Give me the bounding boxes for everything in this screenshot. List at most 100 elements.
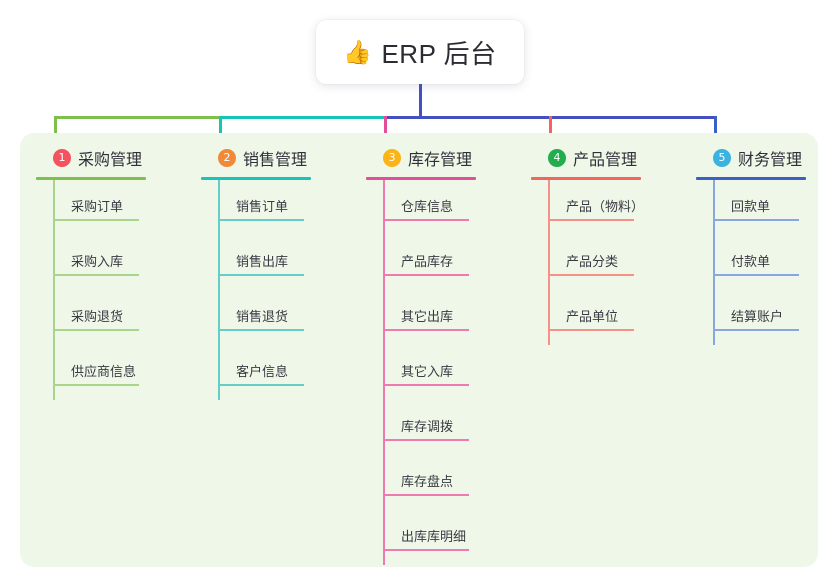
list-item[interactable]: 采购入库 — [36, 235, 146, 290]
column-spine — [548, 180, 550, 345]
column-items: 回款单付款单结算账户 — [696, 180, 806, 345]
list-item-rule — [53, 384, 139, 386]
drop-connector-1 — [54, 116, 57, 148]
column-3: 3 库存管理仓库信息产品库存其它出库其它入库库存调拨库存盘点出库库明细 — [366, 145, 476, 565]
list-item-label: 客户信息 — [236, 364, 289, 379]
list-item-label: 其它出库 — [401, 309, 454, 324]
bus-segment-3 — [384, 116, 549, 119]
list-item-rule — [53, 329, 139, 331]
list-item[interactable]: 仓库信息 — [366, 180, 476, 235]
list-item[interactable]: 结算账户 — [696, 290, 806, 345]
list-item[interactable]: 产品库存 — [366, 235, 476, 290]
list-item-label: 供应商信息 — [71, 364, 137, 379]
list-item-rule — [713, 274, 799, 276]
list-item-label: 库存盘点 — [401, 474, 454, 489]
list-item[interactable]: 产品分类 — [531, 235, 641, 290]
list-item[interactable]: 客户信息 — [201, 345, 311, 400]
column-title: 销售管理 — [243, 152, 308, 169]
column-title: 采购管理 — [78, 152, 143, 169]
list-item[interactable]: 付款单 — [696, 235, 806, 290]
column-spine — [383, 180, 385, 565]
column-rule — [366, 177, 476, 180]
drop-connector-4 — [549, 116, 552, 148]
column-1: 1 采购管理采购订单采购入库采购退货供应商信息 — [36, 145, 146, 400]
list-item[interactable]: 销售出库 — [201, 235, 311, 290]
list-item-label: 采购订单 — [71, 199, 124, 214]
list-item-rule — [548, 329, 634, 331]
list-item-label: 产品库存 — [401, 254, 454, 269]
column-items: 仓库信息产品库存其它出库其它入库库存调拨库存盘点出库库明细 — [366, 180, 476, 565]
root-node-card[interactable]: 👍 ERP 后台 — [316, 20, 524, 84]
list-item-rule — [383, 384, 469, 386]
drop-connector-5 — [714, 116, 717, 148]
bus-segment-1 — [54, 116, 219, 119]
list-item-label: 其它入库 — [401, 364, 454, 379]
column-5: 5 财务管理回款单付款单结算账户 — [696, 145, 806, 345]
list-item-label: 销售订单 — [236, 199, 289, 214]
list-item-label: 销售出库 — [236, 254, 289, 269]
column-rule — [696, 177, 806, 180]
list-item-rule — [383, 549, 469, 551]
list-item-label: 仓库信息 — [401, 199, 454, 214]
column-items: 产品（物料） 产品分类产品单位 — [531, 180, 645, 345]
list-item-rule — [53, 274, 139, 276]
list-item[interactable]: 产品（物料） — [531, 180, 645, 235]
list-item[interactable]: 出库库明细 — [366, 510, 476, 565]
list-item-rule — [218, 329, 304, 331]
list-item-rule — [383, 274, 469, 276]
list-item-rule — [53, 219, 139, 221]
list-item-rule — [218, 219, 304, 221]
column-rule — [36, 177, 146, 180]
list-item[interactable]: 销售订单 — [201, 180, 311, 235]
list-item-rule — [548, 219, 634, 221]
root-title-text: ERP 后台 — [381, 38, 497, 69]
list-item[interactable]: 产品单位 — [531, 290, 641, 345]
drop-connector-3 — [384, 116, 387, 148]
bus-segment-2 — [219, 116, 384, 119]
list-item-label: 付款单 — [731, 254, 771, 269]
list-item-label: 采购入库 — [71, 254, 124, 269]
list-item-rule — [713, 219, 799, 221]
column-spine — [53, 180, 55, 400]
list-item-label: 库存调拨 — [401, 419, 454, 434]
list-item-rule — [218, 274, 304, 276]
list-item[interactable]: 其它出库 — [366, 290, 476, 345]
list-item-rule — [383, 219, 469, 221]
list-item[interactable]: 供应商信息 — [36, 345, 146, 400]
list-item[interactable]: 库存调拨 — [366, 400, 476, 455]
list-item-label: 产品（物料） — [566, 199, 645, 214]
list-item-label: 产品单位 — [566, 309, 619, 324]
list-item[interactable]: 采购订单 — [36, 180, 146, 235]
bus-segment-4 — [549, 116, 715, 119]
list-item-rule — [383, 439, 469, 441]
drop-connector-2 — [219, 116, 222, 148]
list-item-label: 产品分类 — [566, 254, 619, 269]
column-items: 采购订单采购入库采购退货供应商信息 — [36, 180, 146, 400]
list-item-label: 回款单 — [731, 199, 771, 214]
column-4: 4 产品管理产品（物料） 产品分类产品单位 — [531, 145, 645, 345]
list-item-label: 结算账户 — [731, 309, 784, 324]
column-header-1[interactable]: 1 采购管理 — [36, 145, 146, 171]
column-rule — [531, 177, 641, 180]
list-item[interactable]: 采购退货 — [36, 290, 146, 345]
column-items: 销售订单销售出库销售退货客户信息 — [201, 180, 311, 400]
list-item-label: 出库库明细 — [401, 529, 467, 544]
list-item[interactable]: 销售退货 — [201, 290, 311, 345]
column-badge-icon: 5 — [713, 149, 731, 167]
column-title: 财务管理 — [738, 152, 803, 169]
list-item[interactable]: 回款单 — [696, 180, 806, 235]
column-badge-icon: 1 — [53, 149, 71, 167]
column-spine — [218, 180, 220, 400]
column-header-4[interactable]: 4 产品管理 — [531, 145, 641, 171]
column-header-5[interactable]: 5 财务管理 — [696, 145, 806, 171]
list-item[interactable]: 其它入库 — [366, 345, 476, 400]
column-badge-icon: 3 — [383, 149, 401, 167]
column-title: 产品管理 — [573, 152, 638, 169]
column-title: 库存管理 — [408, 152, 473, 169]
list-item-label: 采购退货 — [71, 309, 124, 324]
column-header-3[interactable]: 3 库存管理 — [366, 145, 476, 171]
column-badge-icon: 4 — [548, 149, 566, 167]
list-item[interactable]: 库存盘点 — [366, 455, 476, 510]
